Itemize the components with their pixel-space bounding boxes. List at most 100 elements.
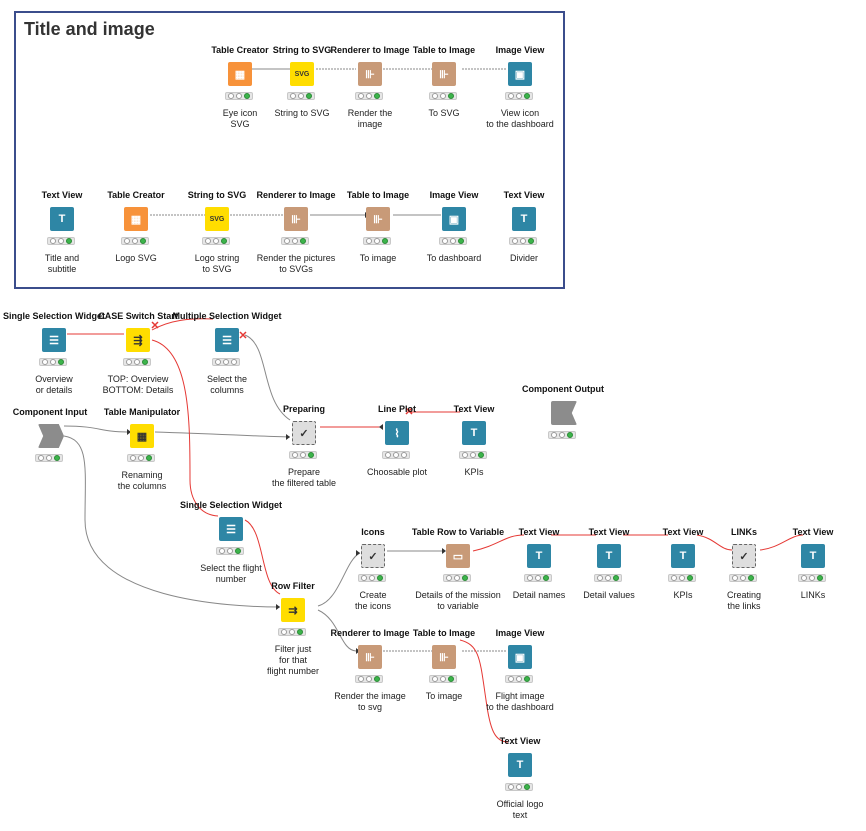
table-manipulator-icon[interactable]: ▦ — [130, 424, 154, 448]
node-label[interactable]: To dashboard — [426, 253, 482, 263]
node-title[interactable]: Text View — [662, 527, 704, 537]
text-view-icon[interactable]: T — [801, 544, 825, 568]
multiple-selection-widget-icon[interactable]: ☰ — [215, 328, 239, 352]
variable-connection[interactable] — [472, 534, 525, 552]
node-label[interactable]: String to SVG — [274, 108, 330, 118]
table-to-image-icon[interactable]: ⊪ — [432, 645, 456, 669]
node-title[interactable]: Multiple Selection Widget — [172, 311, 282, 321]
node-title[interactable]: Renderer to Image — [330, 45, 410, 55]
node-label[interactable]: Official logo text — [496, 799, 544, 820]
node-label[interactable]: Render the image to svg — [334, 691, 406, 712]
node-title[interactable]: Renderer to Image — [330, 628, 410, 638]
node-label[interactable]: Detail values — [583, 590, 635, 600]
node-label[interactable]: Prepare the filtered table — [271, 467, 337, 488]
node-title[interactable]: Table to Image — [346, 190, 410, 200]
node-title[interactable]: Line Plot — [378, 404, 416, 414]
row-to-variable-icon[interactable]: ▭ — [446, 544, 470, 568]
node-label[interactable]: TOP: Overview BOTTOM: Details — [102, 374, 174, 395]
node-title[interactable]: Image View — [429, 190, 479, 200]
node-title[interactable]: Table to Image — [412, 628, 476, 638]
node-title[interactable]: Table Creator — [211, 45, 269, 55]
node-title[interactable]: Single Selection Widget — [180, 500, 282, 510]
node-title[interactable]: Icons — [361, 527, 385, 537]
node-label[interactable]: LINKs — [800, 590, 826, 600]
node-title[interactable]: Text View — [518, 527, 560, 537]
renderer-icon[interactable]: ⊪ — [358, 62, 382, 86]
table-creator-icon[interactable]: ▦ — [228, 62, 252, 86]
connection[interactable] — [63, 425, 128, 433]
variable-connection[interactable] — [459, 639, 509, 743]
image-view-icon[interactable]: ▣ — [508, 62, 532, 86]
node-title[interactable]: Text View — [588, 527, 630, 537]
text-view-icon[interactable]: T — [462, 421, 486, 445]
node-label[interactable]: View icon to the dashboard — [486, 108, 554, 129]
node-label[interactable]: Title and subtitle — [44, 253, 80, 274]
node-label[interactable]: Detail names — [512, 590, 566, 600]
variable-connection[interactable] — [151, 339, 219, 517]
node-title[interactable]: String to SVG — [187, 190, 247, 200]
case-switch-icon[interactable]: ⇶ — [126, 328, 150, 352]
renderer-icon[interactable]: ⊪ — [284, 207, 308, 231]
node-label[interactable]: To image — [425, 691, 463, 701]
variable-connection[interactable] — [151, 318, 214, 331]
text-view-icon[interactable]: T — [508, 753, 532, 777]
line-plot-icon[interactable]: ⌇ — [385, 421, 409, 445]
node-title[interactable]: Component Input — [12, 407, 88, 417]
table-to-image-icon[interactable]: ⊪ — [366, 207, 390, 231]
image-view-icon[interactable]: ▣ — [508, 645, 532, 669]
row-filter-icon[interactable]: ⇉ — [281, 598, 305, 622]
node-title[interactable]: Single Selection Widget — [3, 311, 105, 321]
node-label[interactable]: Select the columns — [206, 374, 248, 395]
node-title[interactable]: Image View — [495, 45, 545, 55]
node-title[interactable]: CASE Switch Start — [98, 311, 178, 321]
node-label[interactable]: Divider — [509, 253, 538, 263]
node-title[interactable]: String to SVG — [272, 45, 332, 55]
node-title[interactable]: Image View — [495, 628, 545, 638]
renderer-icon[interactable]: ⊪ — [358, 645, 382, 669]
node-title[interactable]: Component Output — [522, 384, 604, 394]
metanode-check-icon[interactable]: ✓ — [292, 421, 316, 445]
connection[interactable] — [63, 435, 281, 608]
text-view-icon[interactable]: T — [527, 544, 551, 568]
node-title[interactable]: LINKs — [730, 527, 757, 537]
node-label[interactable]: Select the flight number — [200, 563, 262, 584]
node-title[interactable]: Table Manipulator — [103, 407, 181, 417]
node-label[interactable]: Render the pictures to SVGs — [256, 253, 336, 274]
node-label[interactable]: Create the icons — [354, 590, 392, 611]
connection[interactable] — [154, 431, 291, 438]
connection[interactable] — [244, 334, 291, 421]
variable-connection[interactable] — [244, 519, 281, 595]
node-title[interactable]: Table to Image — [412, 45, 476, 55]
node-label[interactable]: KPIs — [464, 467, 484, 477]
node-label[interactable]: Flight image to the dashboard — [486, 691, 554, 712]
table-to-image-icon[interactable]: ⊪ — [432, 62, 456, 86]
single-selection-widget-icon[interactable]: ☰ — [42, 328, 66, 352]
string-to-svg-icon[interactable]: SVG — [205, 207, 229, 231]
image-view-icon[interactable]: ▣ — [442, 207, 466, 231]
node-title[interactable]: Text View — [792, 527, 834, 537]
node-label[interactable]: KPIs — [673, 590, 693, 600]
variable-connection[interactable] — [696, 534, 733, 551]
table-creator-icon[interactable]: ▦ — [124, 207, 148, 231]
node-title[interactable]: Table Row to Variable — [411, 527, 505, 537]
node-label[interactable]: Eye icon SVG — [222, 108, 258, 129]
single-selection-widget-icon[interactable]: ☰ — [219, 517, 243, 541]
node-label[interactable]: Logo SVG — [115, 253, 157, 263]
node-title[interactable]: Text View — [453, 404, 495, 414]
node-title[interactable]: Row Filter — [271, 581, 315, 591]
node-title[interactable]: Table Creator — [107, 190, 165, 200]
node-label[interactable]: Choosable plot — [366, 467, 428, 477]
node-title[interactable]: Text View — [499, 736, 541, 746]
connection[interactable] — [317, 609, 357, 652]
metanode-check-icon[interactable]: ✓ — [361, 544, 385, 568]
node-label[interactable]: Details of the mission to variable — [415, 590, 501, 611]
node-label[interactable]: To SVG — [428, 108, 460, 118]
node-label[interactable]: Render the image — [347, 108, 393, 129]
node-label[interactable]: To image — [359, 253, 397, 263]
text-view-icon[interactable]: T — [671, 544, 695, 568]
annotation-box[interactable] — [14, 11, 565, 289]
node-label[interactable]: Overview or details — [35, 374, 73, 395]
variable-connection[interactable] — [759, 534, 804, 551]
node-label[interactable]: Creating the links — [726, 590, 762, 611]
text-view-icon[interactable]: T — [50, 207, 74, 231]
